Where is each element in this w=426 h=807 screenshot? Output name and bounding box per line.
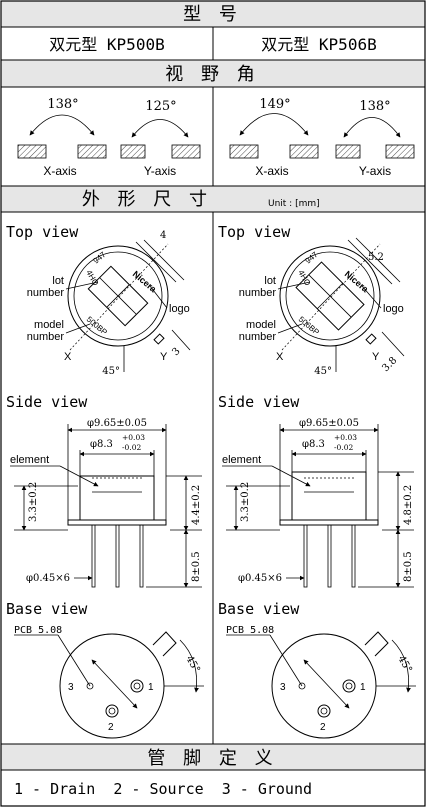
- base-pin1-left: 1: [148, 682, 154, 693]
- fov-left-x-label: X-axis: [43, 164, 76, 178]
- side-outer-dia-left: φ9.65±0.05: [87, 418, 147, 429]
- model-name-right: 双元型 KP506B: [261, 35, 376, 54]
- lot-label-right: lot: [264, 275, 276, 287]
- side-view-drawing-right: φ9.65±0.05 φ8.3 +0.03 -0.02 element 3.3±…: [222, 418, 414, 588]
- top-y-label-left: Y: [160, 351, 168, 363]
- side-tol-minus-right: -0.02: [334, 443, 353, 452]
- side-body-h-right: 3.3±0.2: [240, 482, 251, 522]
- base-view-title-left: Base view: [6, 600, 88, 618]
- section-fov-title: 视 野 角: [165, 64, 260, 85]
- fov-left-x-angle: 138°: [47, 97, 78, 112]
- fov-right-y-label: Y-axis: [359, 164, 391, 178]
- fov-diagram-right: 149° X-axis 138° Y-axis: [229, 97, 415, 178]
- top-view-drawing-left: Nicera 4HO 947 500BP lot number model nu…: [27, 230, 191, 377]
- side-view-title-right: Side view: [218, 393, 300, 411]
- top-model-mark-right: 506BP: [297, 315, 321, 337]
- base-pin1-right: 1: [360, 682, 366, 693]
- side-inner-dia-right: φ8.3: [302, 439, 325, 450]
- base-pin3-left: 3: [68, 682, 74, 693]
- base-view-drawing-left: PCB 5.08 1 2 3 45°: [14, 625, 204, 739]
- logo-label-right: logo: [383, 303, 404, 315]
- section-outline-unit: Unit : [mm]: [268, 199, 320, 209]
- side-view-title-left: Side view: [6, 393, 88, 411]
- base-pin2-left: 2: [108, 722, 114, 733]
- top-win-w-left: 3: [170, 346, 182, 358]
- views-left: Top view Side view Base view Nicera 4HO …: [6, 223, 204, 739]
- top-win-w-right: 3.8: [380, 355, 399, 374]
- side-view-drawing-left: φ9.65±0.05 φ8.3 +0.03 -0.02 element 3.3±…: [10, 418, 202, 588]
- top-view-title-right: Top view: [218, 223, 291, 241]
- top-y-label-right: Y: [372, 351, 380, 363]
- side-tol-plus-right: +0.03: [334, 433, 357, 442]
- section-model-title: 型 号: [183, 4, 243, 25]
- model-number-label-right: number: [239, 331, 277, 343]
- base-angle-right: 45°: [395, 654, 413, 675]
- top-angle-right: 45°: [314, 366, 332, 377]
- base-angle-left: 45°: [183, 654, 201, 675]
- top-x-label-right: X: [276, 351, 284, 363]
- lot-number-label-right: number: [239, 287, 277, 299]
- fov-diagram-left: 138° X-axis 125° Y-axis: [17, 97, 201, 178]
- model-number-label-left: number: [27, 331, 65, 343]
- side-pin-len-left: 8±0.5: [191, 551, 202, 582]
- base-pcb-left: PCB 5.08: [14, 625, 62, 636]
- section-pins-title: 管 脚 定 义: [147, 748, 278, 769]
- fov-left-y-label: Y-axis: [144, 164, 176, 178]
- header-pins-bg: [1, 744, 425, 770]
- model-label-right: model: [246, 319, 276, 331]
- fov-right-y-angle: 138°: [359, 99, 390, 114]
- side-pin-dia-right: φ0.45×6: [238, 573, 282, 584]
- model-label-left: model: [34, 319, 64, 331]
- base-view-title-right: Base view: [218, 600, 300, 618]
- logo-label-left: logo: [169, 303, 190, 315]
- top-win-len-left: 4: [160, 230, 166, 241]
- side-total-h-left: 4.4±0.2: [191, 485, 202, 525]
- fov-right-x-angle: 149°: [259, 97, 290, 112]
- base-pin2-right: 2: [320, 722, 326, 733]
- header-model-bg: [1, 1, 425, 27]
- header-fov-bg: [1, 60, 425, 87]
- pin-definition: 1 - Drain 2 - Source 3 - Ground: [14, 780, 312, 798]
- header-outline-bg: [1, 186, 425, 212]
- fov-right-x-label: X-axis: [255, 164, 288, 178]
- side-pin-len-right: 8±0.5: [403, 551, 414, 582]
- side-inner-dia-left: φ8.3: [90, 439, 113, 450]
- fov-left-y-angle: 125°: [145, 99, 176, 114]
- element-label-right: element: [222, 454, 261, 466]
- base-pin3-right: 3: [280, 682, 286, 693]
- side-tol-minus-left: -0.02: [122, 443, 141, 452]
- lot-label-left: lot: [52, 275, 64, 287]
- lot-number-label-left: number: [27, 287, 65, 299]
- top-view-title-left: Top view: [6, 223, 79, 241]
- side-body-h-left: 3.3±0.2: [28, 482, 39, 522]
- model-name-left: 双元型 KP500B: [49, 35, 164, 54]
- base-view-drawing-right: PCB 5.08 1 2 3 45°: [226, 625, 416, 739]
- element-label-left: element: [10, 454, 49, 466]
- top-win-len-right: 5.2: [368, 252, 384, 263]
- top-angle-left: 45°: [102, 366, 120, 377]
- section-outline-title: 外 形 尺 寸: [82, 189, 213, 210]
- side-outer-dia-right: φ9.65±0.05: [299, 418, 359, 429]
- side-pin-dia-left: φ0.45×6: [26, 573, 70, 584]
- top-x-label-left: X: [64, 351, 72, 363]
- side-total-h-right: 4.8±0.2: [403, 485, 414, 525]
- top-model-mark-left: 500BP: [85, 315, 109, 337]
- views-right: Top view Side view Base view Nicera 4HO …: [218, 223, 416, 739]
- top-view-drawing-right: Nicera 4HO 947 506BP lot number model nu…: [239, 237, 405, 377]
- side-tol-plus-left: +0.03: [122, 433, 145, 442]
- base-pcb-right: PCB 5.08: [226, 625, 274, 636]
